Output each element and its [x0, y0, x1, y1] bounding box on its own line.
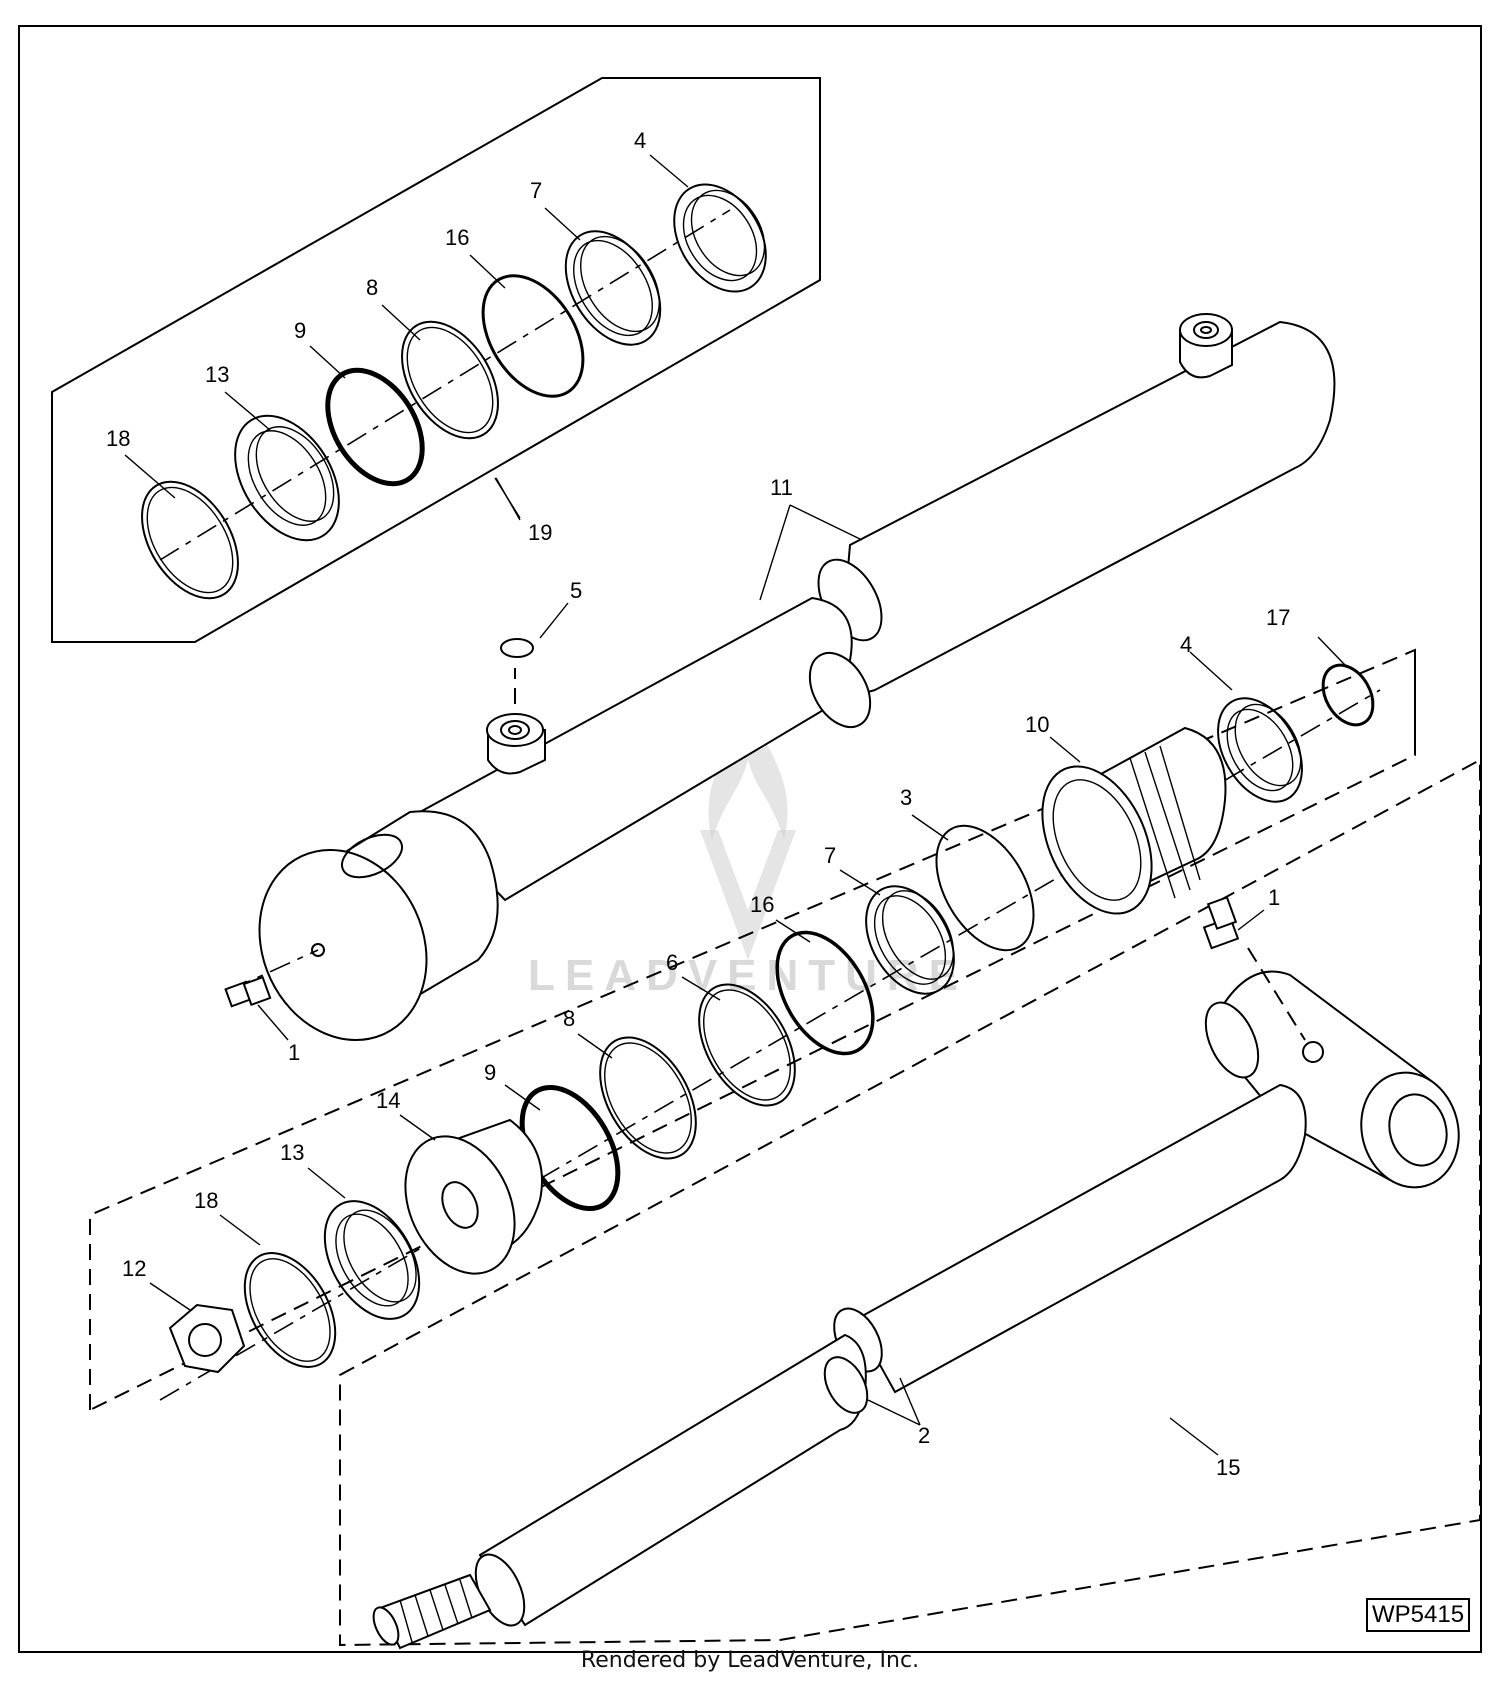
o-ring-16: [481, 274, 585, 398]
callout-3: 3: [900, 785, 912, 810]
callout-14: 14: [376, 1088, 400, 1113]
watermark-logo: LEADVENTURE: [528, 710, 958, 1000]
snap-ring-18: [141, 480, 239, 600]
barrel-port-lower: [486, 713, 546, 775]
backup-ring-6: [698, 983, 796, 1107]
wear-ring-4: [673, 183, 767, 293]
wiper-seal-13b: [323, 1200, 421, 1320]
callout-13a: 13: [205, 362, 229, 387]
barrel-end-cap: [258, 848, 428, 1042]
o-ring-9: [325, 367, 425, 487]
callout-1a: 1: [288, 1040, 300, 1065]
callout-9b: 9: [484, 1060, 496, 1085]
backup-ring-8: [401, 320, 499, 440]
o-ring-5: [500, 638, 534, 658]
rod-dashed-box: [339, 758, 1481, 1647]
rod-internals: [168, 663, 1375, 1374]
cylinder-barrel-11: [258, 313, 1336, 1042]
leader-lines: [124, 154, 1346, 1456]
callout-18a: 18: [106, 426, 130, 451]
callout-7b: 7: [824, 843, 836, 868]
callout-9a: 9: [294, 318, 306, 343]
callout-7a: 7: [530, 178, 542, 203]
callout-17: 17: [1266, 605, 1290, 630]
callout-13b: 13: [280, 1140, 304, 1165]
hex-nut-12: [168, 1303, 246, 1374]
wear-ring-4b: [1217, 697, 1303, 803]
gland-10: [1041, 765, 1153, 915]
o-ring-16b: [775, 930, 875, 1056]
seal-kit-inset: [51, 77, 821, 643]
barrel-port: [1179, 313, 1233, 379]
callout-18b: 18: [194, 1188, 218, 1213]
rod-seal-7: [564, 230, 662, 346]
callout-8b: 8: [563, 1006, 575, 1031]
callout-11: 11: [770, 475, 793, 500]
grease-fitting-1a: [224, 975, 272, 1008]
figure-code: WP5415: [1366, 1598, 1471, 1632]
backup-ring-8b: [599, 1036, 697, 1160]
grease-fitting-1b: [1202, 896, 1240, 950]
callout-16b: 16: [750, 892, 774, 917]
wiper-seal-13: [234, 414, 340, 542]
callout-2: 2: [918, 1423, 930, 1448]
rod-seal-7b: [865, 885, 955, 995]
callout-12: 12: [122, 1256, 146, 1281]
snap-ring-18b: [243, 1252, 337, 1368]
callout-labels: 18 13 9 8 16 7 4 19 11 5 17 4 10 3 7 16 …: [106, 128, 1290, 1480]
callout-5: 5: [570, 578, 582, 603]
footer-credit: Rendered by LeadVenture, Inc.: [580, 1648, 920, 1673]
callout-8a: 8: [366, 275, 378, 300]
piston-rod-15: [339, 758, 1481, 1650]
callout-15: 15: [1216, 1455, 1240, 1480]
diagram-frame: [18, 25, 1482, 1653]
callout-6: 6: [666, 950, 678, 975]
o-ring-17: [1321, 663, 1375, 727]
callout-16a: 16: [445, 225, 469, 250]
callout-1b: 1: [1268, 885, 1280, 910]
callout-4a: 4: [634, 128, 646, 153]
piston-14: [404, 1135, 516, 1275]
snap-ring-3: [935, 824, 1035, 952]
callout-10: 10: [1025, 712, 1049, 737]
callout-19: 19: [528, 520, 552, 545]
callout-4b: 4: [1180, 632, 1192, 657]
